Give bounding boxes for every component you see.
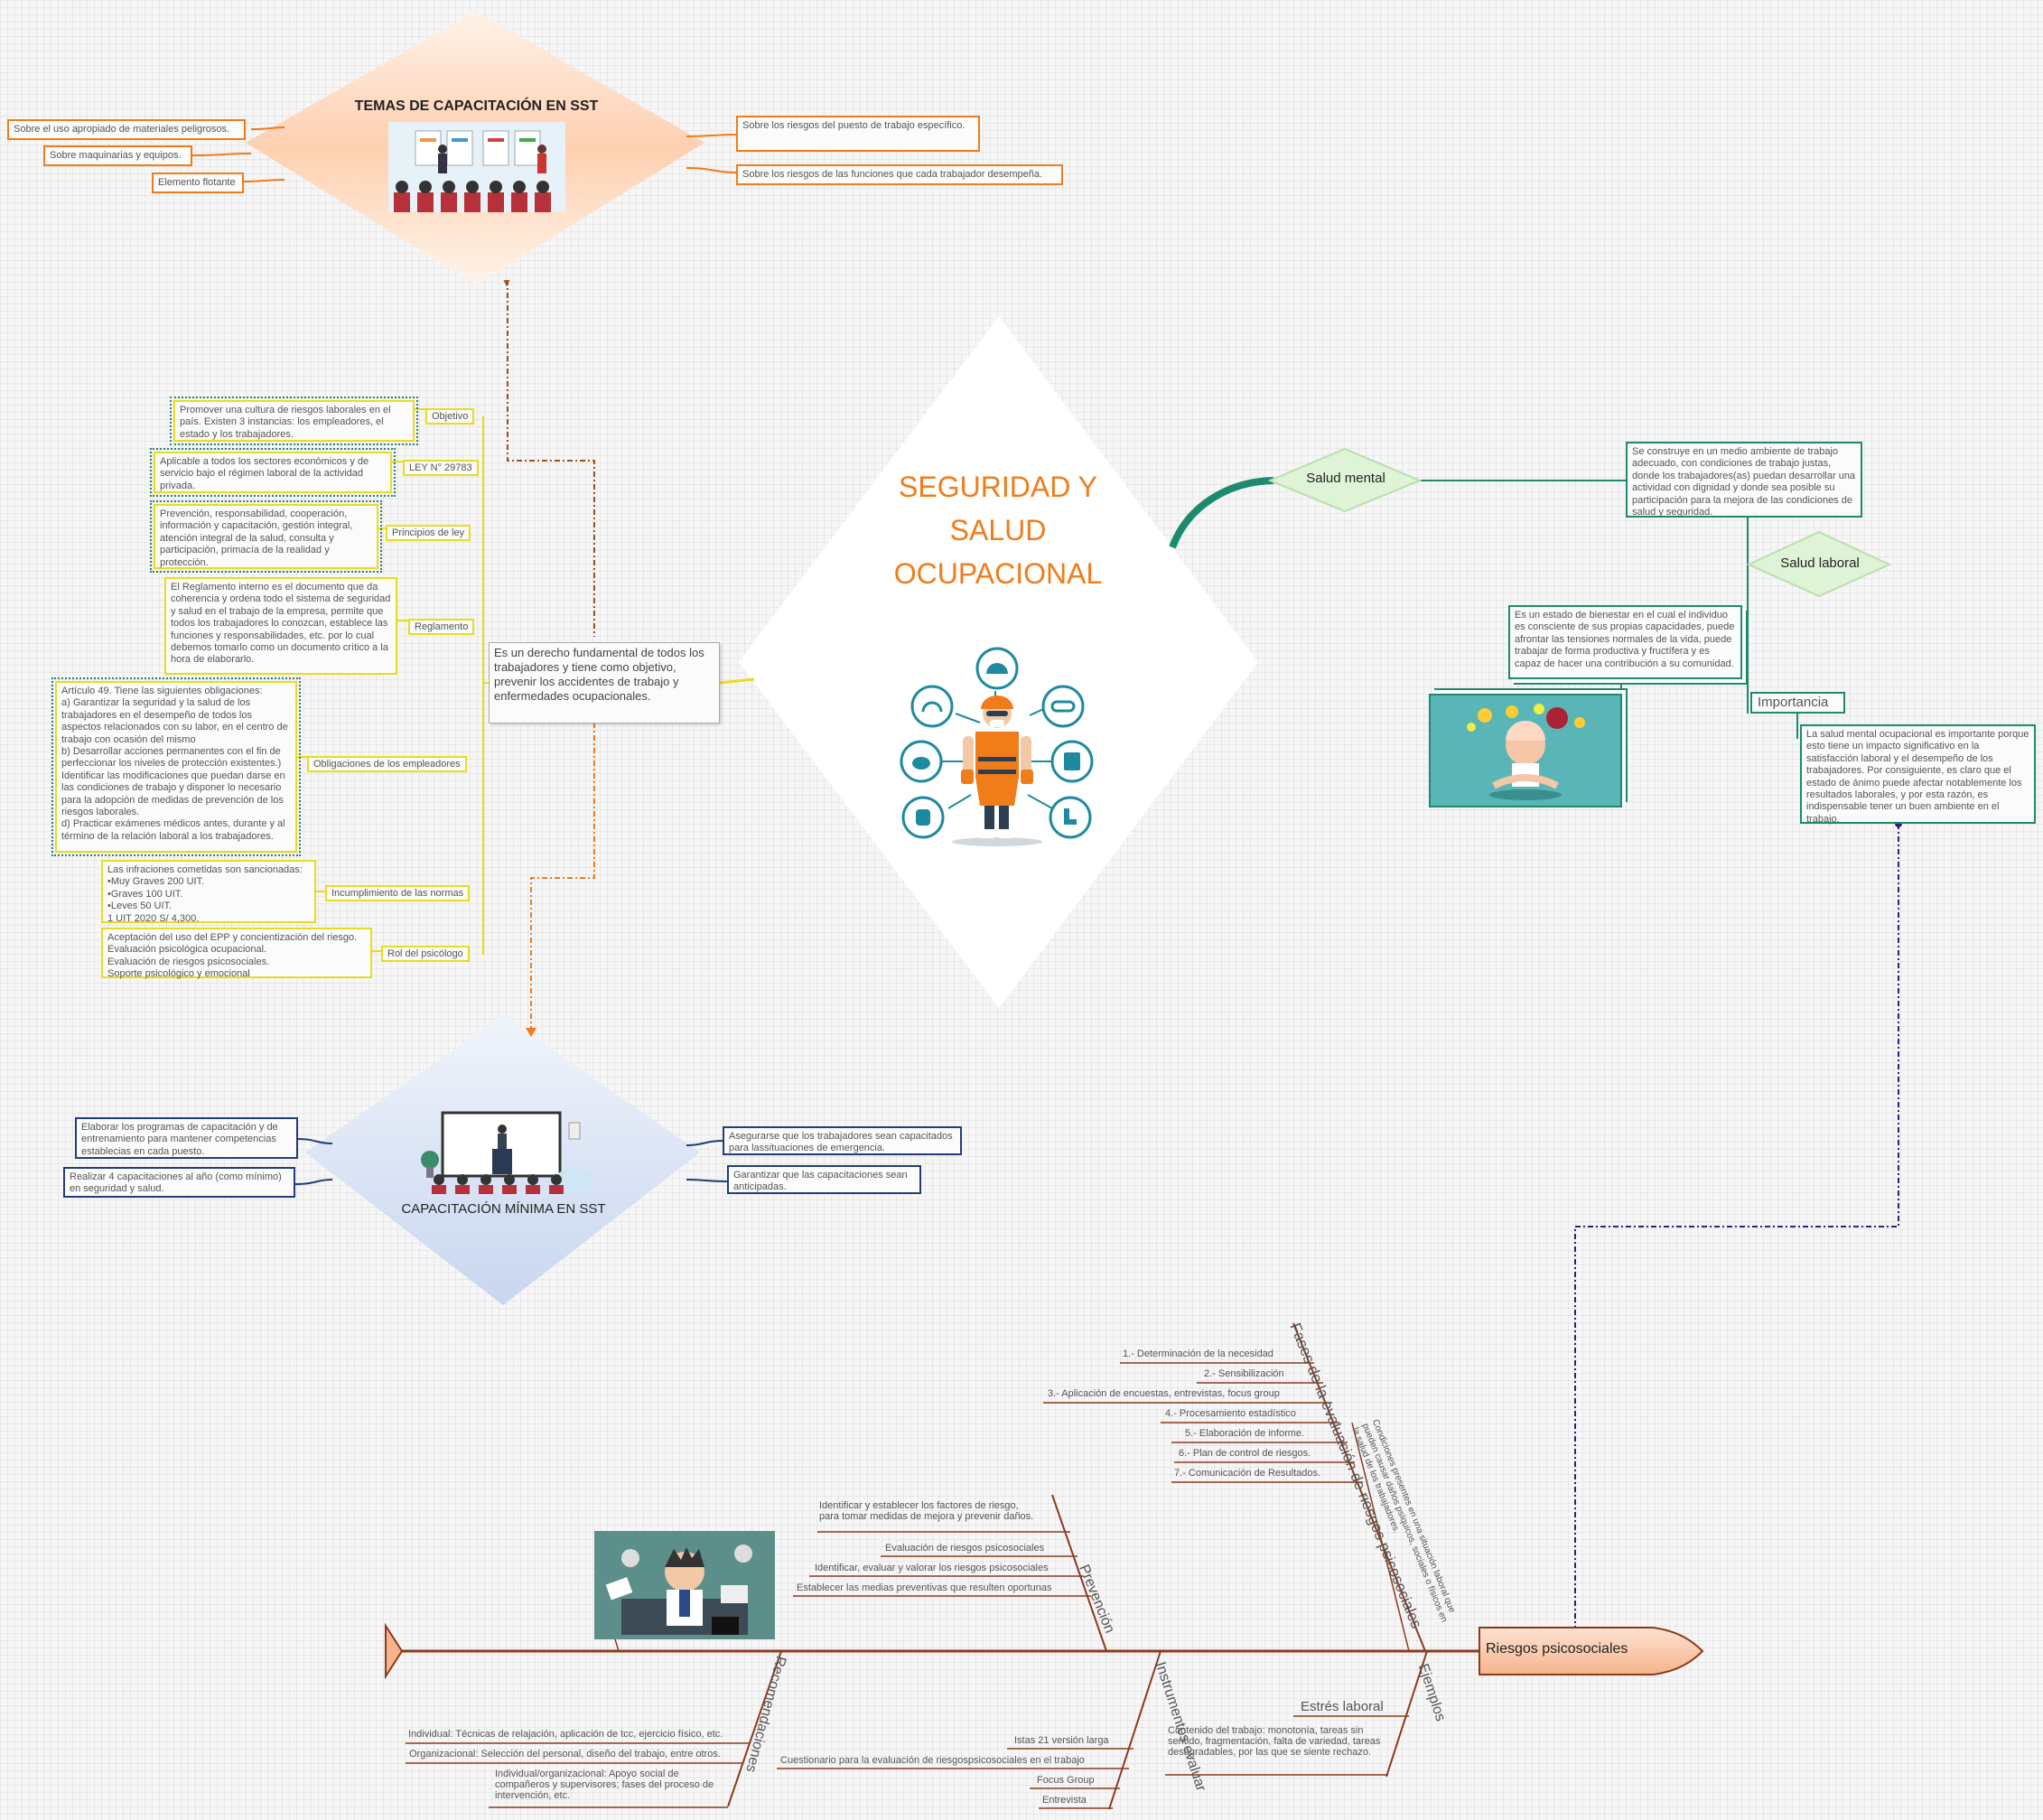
fase-2[interactable]: 2.- Sensibilización: [1204, 1368, 1284, 1379]
fishbone-head-label[interactable]: Riesgos psicosociales: [1486, 1641, 1628, 1657]
fish-tail: [385, 1622, 404, 1680]
temas-left-1[interactable]: Sobre el uso apropiado de materiales pel…: [7, 119, 246, 141]
principios-text[interactable]: Prevención, responsabilidad, cooperación…: [150, 500, 382, 573]
temas-right-2[interactable]: Sobre los riesgos de las funciones que c…: [736, 164, 1063, 186]
tag-incumplimiento[interactable]: Incumplimiento de las normas: [325, 885, 471, 901]
prevencion-4[interactable]: Establecer las medias preventivas que re…: [797, 1582, 1052, 1593]
definition-box[interactable]: Es un derecho fundamental de todos los t…: [489, 642, 720, 723]
capacitacion-right-2[interactable]: Garantizar que las capacitaciones sean a…: [727, 1165, 921, 1194]
fase-3[interactable]: 3.- Aplicación de encuestas, entrevistas…: [1048, 1388, 1280, 1399]
capacitacion-title[interactable]: CAPACITACIÓN MÍNIMA EN SST: [401, 1201, 606, 1217]
tag-principios[interactable]: Principios de ley: [386, 525, 471, 541]
recomendacion-3[interactable]: Individual/organizacional: Apoyo social …: [495, 1769, 714, 1801]
temas-left-2[interactable]: Sobre maquinarias y equipos.: [43, 145, 192, 167]
fase-1[interactable]: 1.- Determinación de la necesidad: [1123, 1349, 1273, 1359]
central-title-line-1: SEGURIDAD Y: [899, 471, 1097, 503]
salud-mental-label[interactable]: Salud mental: [1306, 471, 1385, 486]
tag-ley[interactable]: LEY N° 29783: [403, 460, 479, 476]
instrumento-1[interactable]: Istas 21 versión larga: [1014, 1735, 1109, 1746]
salud-laboral-label[interactable]: Salud laboral: [1780, 555, 1860, 571]
objetivo-text[interactable]: Promover una cultura de riesgos laborale…: [170, 397, 418, 445]
tag-reglamento[interactable]: Reglamento: [408, 619, 475, 635]
estres-text[interactable]: Contenido del trabajo: monotonía, tareas…: [1168, 1725, 1381, 1758]
prevencion-3[interactable]: Identificar, evaluar y valorar los riesg…: [815, 1563, 1049, 1573]
prevencion-1[interactable]: Identificar y establecer los factores de…: [819, 1500, 1034, 1522]
temas-title[interactable]: TEMAS DE CAPACITACIÓN EN SST: [354, 98, 599, 114]
classroom-illustration: [415, 1109, 596, 1195]
importancia-text[interactable]: La salud mental ocupacional es important…: [1800, 724, 2036, 825]
fase-7[interactable]: 7.- Comunicación de Resultados.: [1174, 1468, 1321, 1479]
temas-left-3[interactable]: Elemento flotante: [152, 173, 244, 194]
capacitacion-left-1[interactable]: Elaborar los programas de capacitación y…: [75, 1117, 298, 1159]
fish-head-shape: [1479, 1627, 1704, 1675]
training-illustration: [388, 122, 565, 212]
instrumento-4[interactable]: Entrevista: [1042, 1795, 1087, 1806]
importancia-label[interactable]: Importancia: [1750, 692, 1845, 714]
temas-anchor-icon: ▼: [501, 276, 512, 289]
capacitacion-right-1[interactable]: Asegurarse que los trabajadores sean cap…: [723, 1126, 962, 1155]
tag-objetivo[interactable]: Objetivo: [425, 408, 475, 425]
central-title[interactable]: SEGURIDAD Y SALUD OCUPACIONAL: [840, 465, 1156, 595]
temas-right-1[interactable]: Sobre los riesgos del puesto de trabajo …: [736, 116, 980, 152]
fase-4[interactable]: 4.- Procesamiento estadístico: [1165, 1408, 1296, 1419]
instrumento-3[interactable]: Focus Group: [1037, 1775, 1095, 1786]
meditation-illustration: [1429, 694, 1622, 807]
recomendacion-2[interactable]: Organizacional: Selección del personal, …: [409, 1749, 721, 1759]
tag-obligaciones[interactable]: Obligaciones de los empleadores: [307, 756, 467, 772]
prevencion-2[interactable]: Evaluación de riesgos psicosociales: [885, 1543, 1045, 1554]
obligaciones-text[interactable]: Artículo 49. Tiene las siguientes obliga…: [51, 677, 301, 856]
estres-laboral[interactable]: Estrés laboral: [1301, 1699, 1384, 1714]
central-diamond: [739, 316, 1258, 1008]
fase-5[interactable]: 5.- Elaboración de informe.: [1185, 1428, 1305, 1439]
central-title-line-2: SALUD: [949, 514, 1047, 546]
stress-illustration: [594, 1531, 775, 1639]
ley-text[interactable]: Aplicable a todos los sectores económico…: [150, 448, 396, 497]
tag-rol[interactable]: Rol del psicólogo: [381, 946, 470, 962]
central-title-line-3: OCUPACIONAL: [893, 557, 1103, 590]
salud-mental-text[interactable]: Se construye en un medio ambiente de tra…: [1626, 442, 1862, 518]
rol-text[interactable]: Aceptación del uso del EPP y concientiza…: [101, 928, 372, 979]
instrumento-2[interactable]: Cuestionario para la evaluación de riesg…: [780, 1755, 1085, 1766]
incumplimiento-text[interactable]: Las infraciones cometidas son sancionada…: [101, 860, 316, 924]
recomendacion-1[interactable]: Individual: Técnicas de relajación, apli…: [408, 1729, 723, 1740]
salud-laboral-text[interactable]: Es un estado de bienestar en el cual el …: [1508, 605, 1742, 679]
reglamento-text[interactable]: El Reglamento interno es el documento qu…: [164, 577, 397, 675]
fase-6[interactable]: 6.- Plan de control de riesgos.: [1179, 1448, 1311, 1459]
capacitacion-left-2[interactable]: Realizar 4 capacitaciones al año (como m…: [63, 1167, 295, 1198]
